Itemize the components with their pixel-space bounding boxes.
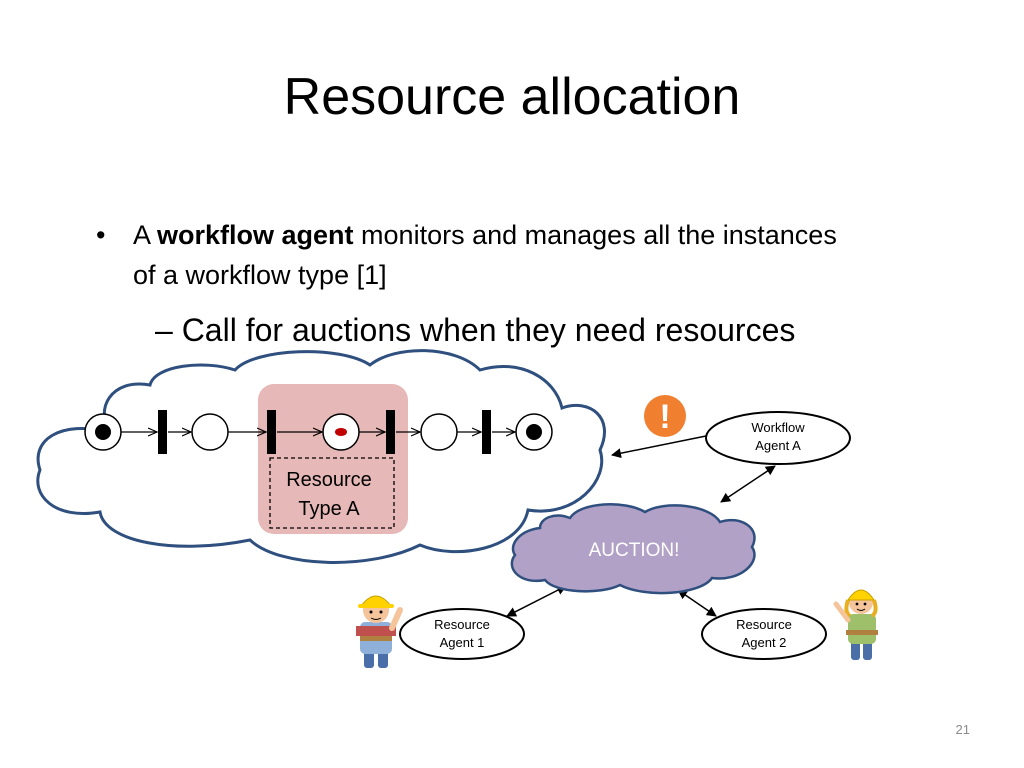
resource-agent-1-label-1: Resource: [434, 617, 490, 632]
builder-woman-icon: [833, 589, 878, 660]
sub-bullet: – Call for auctions when they need resou…: [155, 312, 796, 348]
resource-type-box: [258, 384, 408, 534]
slide-title: Resource allocation: [283, 68, 741, 126]
place-end-token: [526, 424, 542, 440]
place-3-token: [335, 428, 347, 436]
builder-man-icon: [356, 595, 403, 668]
resource-type-label-2: Type A: [298, 498, 360, 520]
resource-agent-2: [701, 608, 827, 660]
bullet-prefix: A: [133, 220, 158, 250]
workflow-agent-a: [705, 411, 851, 465]
bullet-marker: •: [96, 220, 106, 250]
svg-text:!: !: [659, 398, 670, 436]
resource-agent-2-label-2: Agent 2: [742, 635, 787, 650]
bullet-rest: monitors and manages all the instances o…: [133, 220, 837, 290]
resource-agent-1: [399, 608, 525, 660]
resource-type-label-1: Resource: [286, 469, 372, 491]
transition-1: [158, 410, 167, 454]
agent-links: [506, 435, 776, 617]
resource-agent-1-label-2: Agent 1: [440, 635, 485, 650]
resource-agent-2-label-1: Resource: [736, 617, 792, 632]
workflow-agent-label-2: Agent A: [755, 438, 801, 453]
resource-type-dashed-frame: [269, 457, 395, 529]
auction-label: AUCTION!: [589, 540, 680, 561]
transition-3: [386, 410, 395, 454]
bullet-text: A workflow agent monitors and manages al…: [133, 215, 853, 295]
bullet-bold-term: workflow agent: [157, 220, 354, 250]
auction-cloud: [510, 503, 756, 595]
place-2: [191, 413, 229, 451]
workflow-agent-label-1: Workflow: [751, 420, 805, 435]
transition-4: [482, 410, 491, 454]
transition-2: [267, 410, 276, 454]
place-start-token: [95, 424, 111, 440]
page-number: 21: [955, 722, 970, 737]
place-4: [420, 413, 458, 451]
exclamation-icon: !: [644, 395, 686, 437]
